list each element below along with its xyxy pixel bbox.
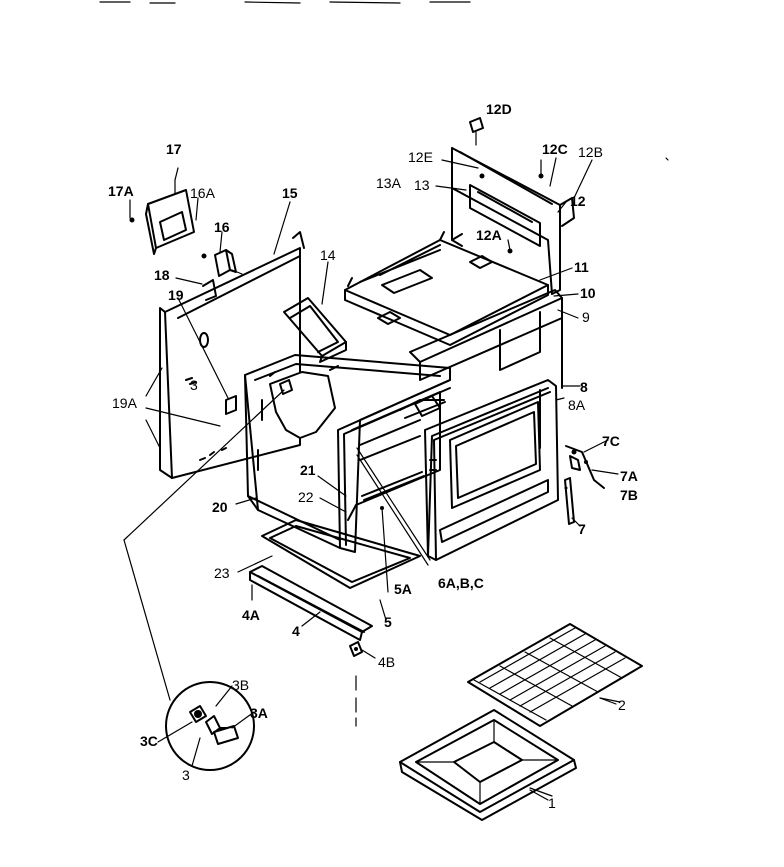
broil-pan-1 — [399, 709, 577, 821]
part-label-16a: 16A — [190, 185, 216, 201]
screw-17a — [129, 217, 135, 223]
part-label-11: 11 — [574, 259, 589, 275]
part-label-19a: 19A — [112, 395, 138, 411]
part-label-3a: 3A — [250, 705, 268, 721]
part-label-3b: 3B — [232, 677, 249, 693]
part-label-21: 21 — [300, 462, 316, 478]
clip-12d — [469, 117, 484, 146]
cutaway-view — [123, 371, 336, 541]
part-label-1: 1 — [548, 795, 556, 811]
part-label-7b: 7B — [620, 487, 638, 503]
part-label-5: 5 — [384, 614, 392, 630]
part-label-13a: 13A — [376, 175, 402, 191]
screw-12a — [507, 248, 513, 254]
scan-artifact-top — [99, 1, 471, 4]
oven-bottom-23 — [261, 519, 421, 589]
left-side-panel — [159, 231, 305, 479]
part-label-3c: 3C — [140, 733, 158, 749]
part-label-12: 12 — [570, 193, 586, 209]
vent-duct-14 — [283, 297, 347, 363]
part-label-10: 10 — [580, 285, 596, 301]
hinge-parts-7abc — [565, 445, 605, 489]
block-16 — [201, 249, 243, 277]
part-label-18: 18 — [154, 267, 170, 283]
part-label-19: 19 — [168, 287, 184, 303]
rack-supports-6 — [356, 447, 431, 566]
part-label-23: 23 — [214, 565, 230, 581]
part-label-20: 20 — [212, 499, 228, 515]
leader-lines — [129, 157, 669, 797]
part-label-7a: 7A — [620, 468, 638, 484]
part-label-12a: 12A — [476, 227, 502, 243]
part-label-14: 14 — [320, 247, 336, 263]
part-label-17: 17 — [166, 141, 182, 157]
screw-12c — [538, 159, 544, 179]
part-label-9: 9 — [582, 309, 590, 325]
part-label-3: 3 — [182, 767, 190, 783]
part-label-7c: 7C — [602, 433, 620, 449]
top-rear-frame — [409, 289, 563, 389]
part-label-2: 2 — [618, 697, 626, 713]
part-label-13: 13 — [414, 177, 430, 193]
part-label-6a-b-c: 6A,B,C — [438, 575, 484, 591]
rear-top-panel — [451, 147, 575, 295]
part-label-17a: 17A — [108, 183, 134, 199]
detail-circle-3 — [123, 539, 255, 771]
part-label-12c: 12C — [542, 141, 568, 157]
part-label-7: 7 — [578, 521, 586, 537]
part-label-22: 22 — [298, 489, 314, 505]
part-label-15: 15 — [282, 185, 298, 201]
oven-interior — [347, 391, 446, 521]
part-label-16: 16 — [214, 219, 230, 235]
part-label-4a: 4A — [242, 607, 260, 623]
part-label-4b: 4B — [378, 654, 395, 670]
part-label-12d: 12D — [486, 101, 512, 117]
part-label-5a: 5A — [394, 581, 412, 597]
part-label-12e: 12E — [408, 149, 433, 165]
kick-panel-4 — [249, 565, 373, 641]
part-label-8: 8 — [580, 379, 588, 395]
oven-door — [424, 379, 559, 561]
door-handle-8a — [555, 397, 565, 401]
bracket-18 — [202, 279, 217, 301]
bracket-17 — [145, 179, 195, 255]
part-label-3: 3 — [190, 377, 198, 393]
hinge-7 — [564, 477, 575, 525]
cooktop-frame — [344, 231, 549, 346]
oven-rack-2 — [467, 623, 643, 727]
foot-4b — [349, 641, 363, 657]
part-label-8a: 8A — [568, 397, 586, 413]
screw-12e — [479, 173, 485, 179]
part-label-4: 4 — [292, 623, 300, 639]
part-label-12b: 12B — [578, 144, 603, 160]
